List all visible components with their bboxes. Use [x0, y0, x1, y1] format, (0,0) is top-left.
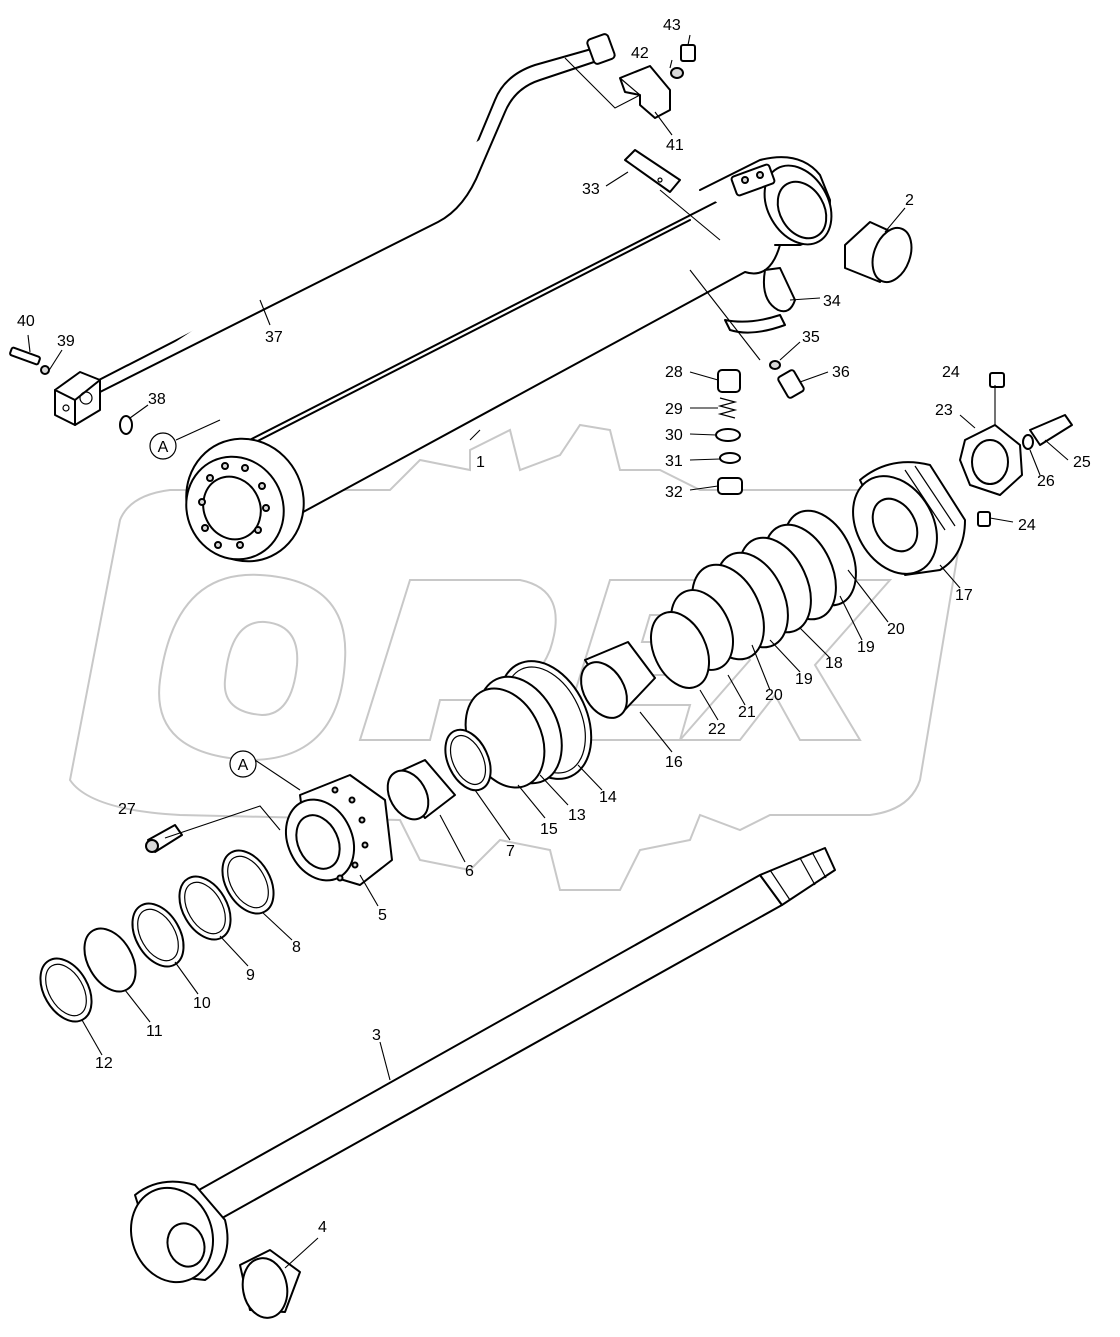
callout-41: 41: [666, 137, 684, 154]
callout-24a: 24: [942, 364, 960, 381]
callout-39: 39: [57, 333, 75, 350]
callout-43: 43: [663, 17, 681, 34]
part-37-pipe: [94, 33, 616, 393]
part-24-set-screw-bottom: [977, 511, 991, 527]
part-30-seat: [715, 428, 741, 442]
part-1-rear-clevis: [699, 156, 833, 246]
callout-25: 25: [1073, 454, 1091, 471]
callout-13: 13: [568, 807, 586, 824]
callout-20b: 20: [765, 687, 783, 704]
part-26-oring: [1022, 434, 1034, 450]
part-42-washer: [670, 67, 684, 79]
part-16-bushing: [580, 641, 656, 719]
part-41-clamp: [619, 65, 671, 119]
part-24-set-screw-top: [989, 372, 1005, 388]
part-11-ring: [83, 927, 137, 993]
callout-6: 6: [465, 863, 474, 880]
callout-32: 32: [665, 484, 683, 501]
callout-37: 37: [265, 329, 283, 346]
callout-1: 1: [476, 454, 485, 471]
callout-17: 17: [955, 587, 973, 604]
part-27-bolt: [145, 824, 183, 853]
callout-40: 40: [17, 313, 35, 330]
part-33-bracket: [624, 149, 681, 193]
part-6-bushing: [386, 759, 456, 821]
callout-36: 36: [832, 364, 850, 381]
part-1-cylinder-tube: [185, 196, 781, 563]
part-43-bolt: [680, 44, 696, 62]
callout-18: 18: [825, 655, 843, 672]
svg-text:A: A: [238, 757, 249, 774]
callout-38: 38: [148, 391, 166, 408]
callout-22: 22: [708, 721, 726, 738]
part-28-plug: [717, 369, 741, 393]
callout-30: 30: [665, 427, 683, 444]
callout-15: 15: [540, 821, 558, 838]
reference-marker-a-top: A: [149, 432, 177, 460]
part-3-rod-eye: [129, 1180, 229, 1284]
reference-marker-a-bottom: A: [229, 750, 257, 778]
callout-19b: 19: [795, 671, 813, 688]
callout-31: 31: [665, 453, 683, 470]
part-17-piston: [852, 461, 966, 576]
callout-5: 5: [378, 907, 387, 924]
part-8-ring: [221, 849, 275, 915]
callout-11: 11: [146, 1023, 163, 1040]
part-7-ring: [444, 728, 492, 792]
part-36-bolt: [777, 369, 805, 399]
part-31-oring: [719, 452, 741, 464]
callout-9: 9: [246, 967, 255, 984]
part-10-ring: [131, 902, 185, 968]
part-5-rod-cover: [284, 774, 393, 886]
callout-labels: 1 2 3 4 5 6 7 8 9 10 11 12 13 14 15 16 1…: [17, 17, 1091, 1236]
part-23-nut: [959, 424, 1023, 496]
callout-23: 23: [935, 402, 953, 419]
callout-35: 35: [802, 329, 820, 346]
part-35-washer: [769, 360, 781, 370]
part-3-piston-rod: [189, 847, 836, 1223]
callout-26: 26: [1037, 473, 1055, 490]
callout-24b: 24: [1018, 517, 1036, 534]
callout-28: 28: [665, 364, 683, 381]
part-22-ring: [649, 611, 711, 689]
callout-20a: 20: [887, 621, 905, 638]
part-39-flange: [54, 371, 101, 426]
callout-3: 3: [372, 1027, 381, 1044]
callout-34: 34: [823, 293, 841, 310]
callout-10: 10: [193, 995, 211, 1012]
part-32-plug: [717, 477, 743, 495]
callout-7: 7: [506, 843, 515, 860]
callout-27: 27: [118, 801, 136, 818]
svg-text:A: A: [158, 439, 169, 456]
part-34-clamp-band: [724, 267, 796, 334]
part-38-oring: [119, 415, 133, 435]
callout-14: 14: [599, 789, 617, 806]
callout-29: 29: [665, 401, 683, 418]
part-29-spring: [717, 397, 738, 419]
callout-2: 2: [905, 192, 914, 209]
part-40-bolt: [9, 346, 50, 375]
part-2-bushing: [844, 221, 913, 284]
part-4-bushing: [239, 1249, 301, 1319]
callout-16: 16: [665, 754, 683, 771]
part-12-ring: [39, 957, 93, 1023]
callout-33: 33: [582, 181, 600, 198]
callout-12: 12: [95, 1055, 113, 1072]
leader-lines: [27, 34, 1069, 1269]
callout-21: 21: [738, 704, 756, 721]
callout-4: 4: [318, 1219, 327, 1236]
callout-42: 42: [631, 45, 649, 62]
part-25-pin: [1029, 414, 1073, 446]
callout-19a: 19: [857, 639, 875, 656]
callout-8: 8: [292, 939, 301, 956]
